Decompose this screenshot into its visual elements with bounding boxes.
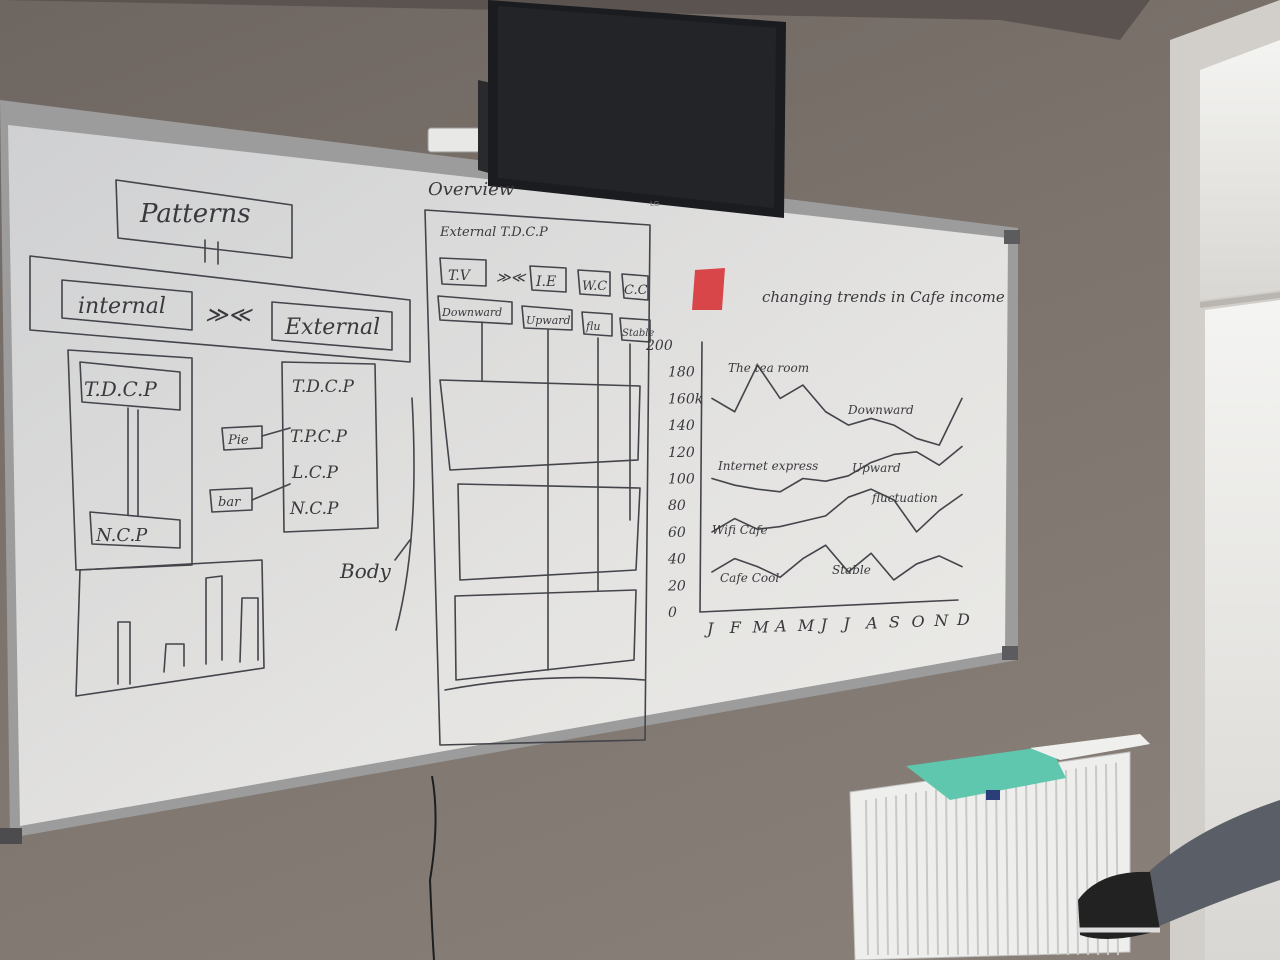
y-tick-label: 80 [668,498,686,514]
eraser-icon [692,268,725,310]
x-tick-label: D [956,610,970,629]
svg-text:LG: LG [650,200,659,208]
patterns-box [115,179,293,259]
folder [906,746,1066,800]
svg-text:Downward: Downward [441,306,502,319]
internal-tdcp: T.D.C.P [84,377,157,401]
bar-label: bar [218,495,241,510]
y-tick-label: 20 [667,578,686,594]
trend-chart: changing trends in Cafe income 0 20 40 60 80… [645,288,1005,638]
internal-box [61,279,193,331]
papers [1030,734,1150,760]
svg-text:Upward: Upward [526,314,571,327]
external-tpcp: T.P.C.P [290,427,347,447]
sneaker-icon [1078,800,1280,939]
tea-room-label: The tea room [728,361,809,375]
window [1170,0,1280,960]
series-lines [711,364,963,581]
series-line [711,364,963,446]
svg-text:I.E: I.E [535,274,556,290]
body-label: Body [339,559,392,583]
x-tick-label: A [864,613,878,632]
x-tick-label: J [818,615,829,634]
series-line [711,544,963,581]
svg-text:T.V: T.V [448,268,472,284]
x-tick-label: O [912,612,925,631]
internal-ncp: N.C.P [95,525,148,546]
cable [428,775,437,960]
ceiling-edge [0,0,1150,40]
external-tdcp: T.D.C.P [292,377,354,397]
tv-icon: LG [478,0,786,218]
patterns-diagram: Patterns internal ≫≪ External T.D.C.P N.… [29,179,411,697]
x-tick-label: S [889,613,900,632]
chart-axes [699,341,959,613]
y-tick-label: 60 [668,525,686,541]
external-lcp: L.C.P [291,463,338,483]
x-tick-label: F [729,618,742,637]
cafe-cool-label: Cafe Cool [720,571,779,585]
external-tdcp-label: External T.D.C.P [439,225,548,240]
y-tick-label: 120 [668,445,695,461]
radiator-icon [849,751,1131,960]
stable-label: Stable [832,563,871,577]
series-line [711,445,963,493]
wifi-label: Wifi Cafe [712,523,768,537]
flag-sticker [986,790,1000,800]
x-tick-label: M [797,616,815,635]
y-tick-label: 0 [668,605,677,621]
fluctuation-label: fluctuation [871,491,938,505]
y-tick-label: 100 [668,472,695,488]
y-tick-label: 200 [645,338,673,354]
svg-text:C.C: C.C [624,283,648,298]
y-tick-label: 40 [667,552,686,568]
overview-diagram: Overview External T.D.C.P T.V ≫≪ I.E W.C… [424,179,654,746]
svg-text:Stable: Stable [622,328,654,339]
connector-glyph: ≫≪ [205,303,253,328]
svg-text:≫≪: ≫≪ [496,270,527,286]
external-box [271,301,393,351]
downward-label: Downward [847,403,914,417]
overview-title: Overview [428,179,515,200]
external-ncp: N.C.P [289,499,339,519]
y-tick-labels: 0 20 40 60 80 100 120 140 160k 180 200 [645,338,703,621]
internal-label: internal [78,294,166,319]
upward-label: Upward [852,461,901,475]
external-label: External [284,315,380,340]
x-tick-label: J [704,619,715,638]
patterns-title: Patterns [139,199,251,229]
bar-sketch [75,559,265,697]
y-tick-label: 140 [668,418,695,434]
x-tick-label: M [751,617,769,636]
x-tick-label: J [840,614,851,633]
y-tick-label: 180 [668,365,695,381]
chart-title: changing trends in Cafe income [762,288,1005,306]
svg-text:flu: flu [585,320,600,333]
internet-label: Internet express [717,459,818,473]
body-brace [394,397,415,631]
x-tick-label: A [773,617,787,636]
pie-label: Pie [227,433,249,448]
svg-text:W.C: W.C [582,279,607,294]
y-tick-label: 160k [668,391,703,407]
x-tick-label: N [933,611,949,630]
series-line [711,488,963,533]
